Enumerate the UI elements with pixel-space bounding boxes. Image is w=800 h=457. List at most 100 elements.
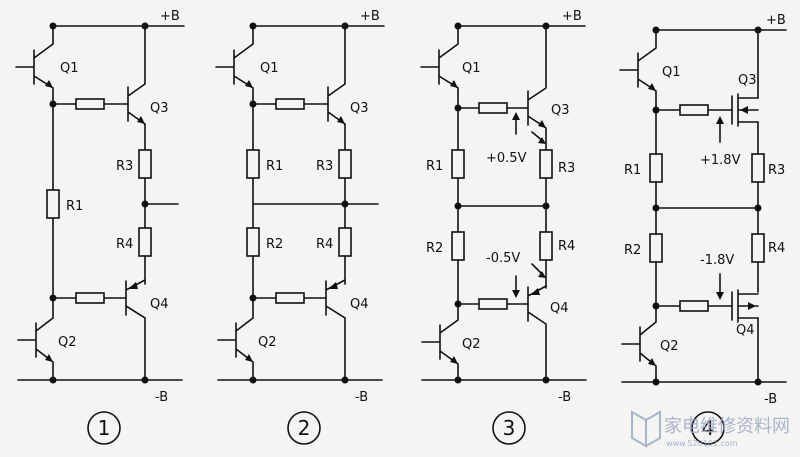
watermark-url: www.520101.com	[666, 439, 738, 448]
panel-3-transistor-q4	[527, 285, 547, 381]
panel-3-resistor-r4	[539, 231, 553, 261]
panel-2-positive-rail-label: +B	[360, 9, 380, 24]
panel-2-transistor-q1	[215, 25, 254, 105]
panel-2-base-resistor-bottom	[275, 292, 305, 304]
panel-4-r4-label: R4	[768, 241, 785, 256]
panel-4-resistor-r3	[751, 153, 765, 183]
panel-1-q4-label: Q4	[150, 297, 169, 312]
panel-1-resistor-r3	[138, 149, 152, 179]
panel-3-base-resistor-bottom	[478, 298, 508, 310]
panel-3-r3-label: R3	[558, 161, 575, 176]
watermark-title: 家电维修资料网	[664, 416, 790, 437]
panel-4-transistor-q2	[621, 305, 657, 383]
watermark: 家电维修资料网 www.520101.com	[631, 410, 790, 448]
panel-4-q2-label: Q2	[660, 339, 679, 354]
panel-2-r4-label: R4	[316, 237, 333, 252]
panel-2-negative-rail-label: -B	[355, 390, 368, 405]
panel-1-positive-rail-label: +B	[160, 9, 180, 24]
panel-1-resistor-r1	[46, 189, 60, 219]
panel-4-transistor-q1	[619, 29, 657, 111]
panel-1-resistor-r4	[138, 227, 152, 257]
panel-3-r1-label: R1	[426, 159, 443, 174]
panel-2-resistor-r4	[338, 227, 352, 257]
panel-2-number-circle	[287, 411, 321, 445]
panel-4-negative-rail-label: -B	[764, 392, 777, 407]
panel-2-transistor-q3	[327, 25, 346, 151]
panel-3-voltage-top: +0.5V	[486, 151, 527, 166]
panel-4-voltage-bottom: -1.8V	[700, 253, 734, 268]
panel-1-number: 1	[98, 416, 111, 440]
panel-3-q4-label: Q4	[550, 301, 569, 316]
panel-2-q4-label: Q4	[350, 297, 369, 312]
panel-4-gate-resistor-bottom	[679, 300, 709, 312]
panel-2-r1-label: R1	[266, 159, 283, 174]
panel-2-transistor-q2	[217, 297, 254, 381]
panel-2-resistor-r1	[246, 149, 260, 179]
panel-4-r2-label: R2	[624, 243, 641, 258]
panel-4-voltage-top: +1.8V	[700, 153, 741, 168]
panel-4-q3-label: Q3	[738, 73, 757, 88]
panel-3-voltage-bottom: -0.5V	[486, 251, 520, 266]
panel-3-transistor-q3	[527, 25, 547, 151]
panel-1-transistor-q3	[127, 25, 146, 151]
panel-2-q3-label: Q3	[350, 101, 369, 116]
panel-1-negative-rail-label: -B	[155, 390, 168, 405]
panel-2-r3-label: R3	[316, 159, 333, 174]
panel-3-q2-label: Q2	[462, 337, 481, 352]
panel-1-r1-label: R1	[66, 199, 83, 214]
panel-4-resistor-r2	[649, 233, 663, 263]
panel-3-number-circle	[492, 411, 526, 445]
panel-4-resistor-r1	[649, 153, 663, 183]
panel-4-gate-resistor-top	[679, 104, 709, 116]
panel-4-mosfet-q3	[731, 29, 759, 155]
panel-1-transistor-q2	[17, 297, 54, 381]
panel-1-q1-label: Q1	[60, 61, 79, 76]
watermark-logo-icon	[631, 410, 661, 448]
panel-2: +B -B Q1 Q2 R1 R2 Q3 R3 R4	[215, 9, 385, 445]
panel-1-r4-label: R4	[116, 237, 133, 252]
panel-3-base-resistor-top	[478, 102, 508, 114]
panel-1-base-resistor-bottom	[75, 292, 105, 304]
panel-1-base-resistor-top	[75, 98, 105, 110]
panel-3-resistor-r3	[539, 149, 553, 179]
panel-4-positive-rail-label: +B	[766, 13, 786, 28]
panel-3-number: 3	[503, 416, 516, 440]
panel-2-resistor-r2	[246, 227, 260, 257]
panel-4-q1-label: Q1	[662, 65, 681, 80]
panel-3-transistor-q1	[420, 25, 459, 109]
panel-3-positive-rail-label: +B	[562, 9, 582, 24]
panel-4-r1-label: R1	[624, 163, 641, 178]
panel-3-r2-label: R2	[426, 241, 443, 256]
panel-1-q3-label: Q3	[150, 101, 169, 116]
panel-2-number: 2	[298, 416, 311, 440]
panel-2-r2-label: R2	[266, 237, 283, 252]
panel-3-r4-label: R4	[558, 239, 575, 254]
panel-2-q1-label: Q1	[260, 61, 279, 76]
panel-3-transistor-q2	[421, 303, 459, 381]
panel-3-resistor-r1	[451, 149, 465, 179]
panel-4-r3-label: R3	[768, 163, 785, 178]
panel-4-number-circle	[691, 411, 725, 445]
panel-1-r3-label: R3	[116, 159, 133, 174]
panel-4-mosfet-q4	[731, 289, 759, 383]
panel-3-resistor-r2	[451, 231, 465, 261]
panel-2-transistor-q4	[325, 279, 346, 381]
panel-1-transistor-q1	[15, 25, 54, 105]
panel-4-q4-label: Q4	[736, 323, 755, 338]
panel-3-q1-label: Q1	[462, 61, 481, 76]
panel-2-resistor-r3	[338, 149, 352, 179]
panel-1: +B -B Q1 Q2 R1 Q3 R3	[15, 9, 185, 445]
panel-4-number: 4	[702, 416, 715, 440]
panel-4-resistor-r4	[751, 233, 765, 263]
panel-2-q2-label: Q2	[258, 335, 277, 350]
panel-3: +B -B Q1 Q2 R1 R2 Q3 +0.5V	[420, 9, 587, 445]
panel-1-number-circle	[87, 411, 121, 445]
panel-3-negative-rail-label: -B	[558, 390, 571, 405]
panel-1-transistor-q4	[125, 279, 146, 381]
panel-4: +B -B Q1 Q2 R1 R2 Q3 +1.8V R3	[619, 13, 787, 445]
panel-3-q3-label: Q3	[551, 103, 570, 118]
panel-1-q2-label: Q2	[58, 335, 77, 350]
panel-2-base-resistor-top	[275, 98, 305, 110]
